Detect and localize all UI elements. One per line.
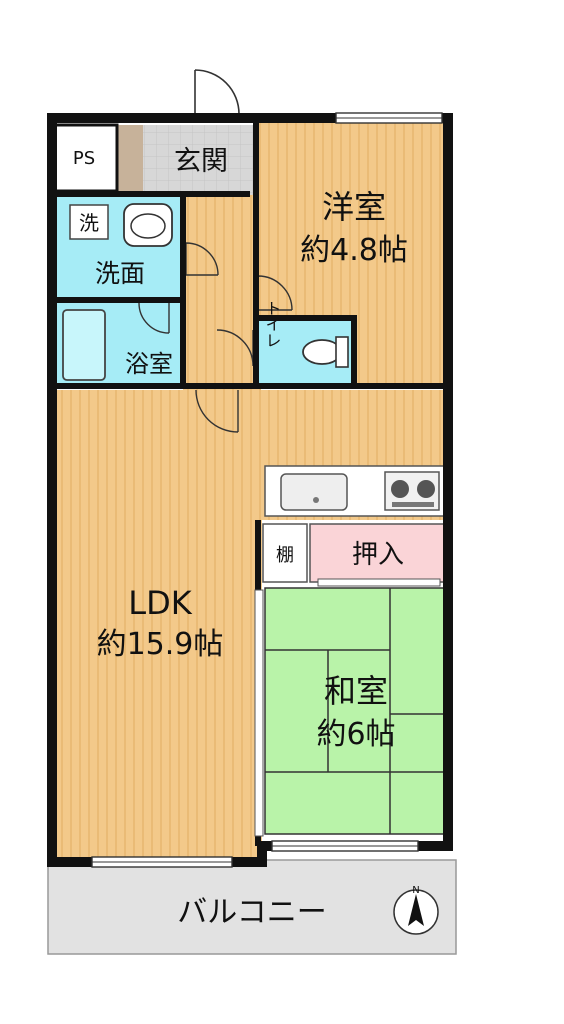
tatami-lines: [265, 588, 447, 834]
burner-knobs: [392, 502, 434, 507]
washitsu-sliding-door: [254, 589, 264, 837]
bathtub-icon: [62, 309, 106, 381]
ps-label: PS: [73, 148, 95, 169]
sink-icon: [280, 473, 348, 511]
toilet-tank: [335, 336, 349, 368]
sentaku-label: 洗: [79, 211, 99, 235]
ldk-size-label: 約15.9帖: [97, 627, 224, 662]
hallway-floor: [183, 195, 261, 390]
toilet-label: トイレ: [263, 300, 282, 348]
sink-drain: [313, 497, 319, 503]
ldk-floor-lower: [52, 520, 262, 858]
burner-left-icon: [391, 480, 409, 498]
compass-icon: N: [393, 885, 439, 935]
washitsu-room: [264, 587, 448, 835]
washbasin-bowl: [130, 213, 166, 239]
exterior-wall: [47, 113, 453, 867]
entrance-door: [194, 69, 240, 118]
tana-box: [262, 523, 308, 583]
burner-right-icon: [417, 480, 435, 498]
tana-label: 棚: [276, 545, 294, 566]
oshiire-box: [309, 523, 447, 583]
oshiire-sliding-door: [317, 578, 441, 587]
washer-pan: [69, 204, 109, 240]
youshitsu-name-label: 洋室: [322, 188, 386, 226]
ldk-door: [195, 389, 239, 433]
oshiire-label: 押入: [352, 540, 404, 570]
balcony-area: [47, 859, 457, 955]
senmen-label: 洗面: [95, 259, 145, 288]
washitsu-name-label: 和室: [324, 672, 388, 710]
genkan-step: [118, 125, 143, 195]
yokushitsu-door: [138, 302, 170, 334]
washitsu-size-label: 約6帖: [316, 717, 395, 752]
interior-walls: [52, 118, 448, 846]
youshitsu-size-label: 約4.8帖: [300, 233, 408, 268]
compass-north-label: N: [412, 885, 419, 896]
genkan-label: 玄関: [174, 146, 228, 177]
yokushitsu-label: 浴室: [125, 350, 173, 378]
balcony-label: バルコニー: [177, 895, 326, 930]
ldk-name-label: LDK: [128, 584, 192, 622]
